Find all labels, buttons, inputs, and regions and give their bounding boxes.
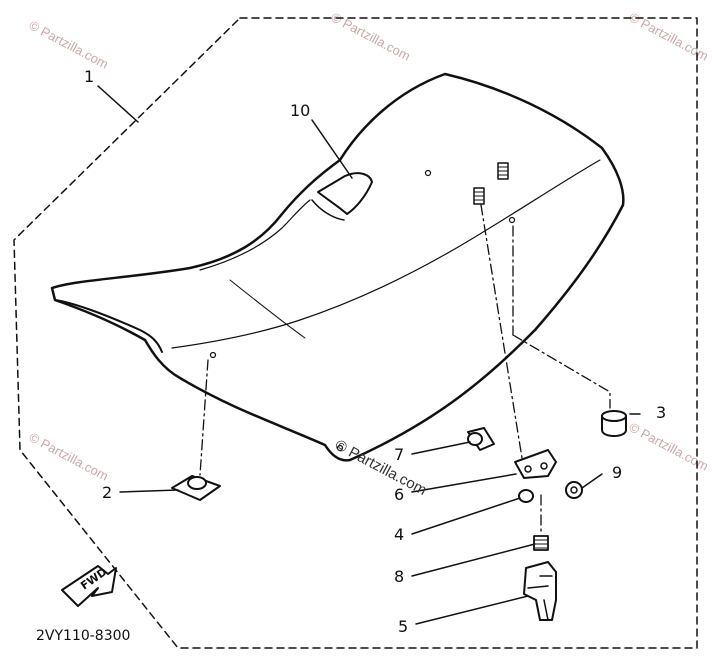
callout-6: 6	[394, 485, 404, 504]
bracket-plate	[514, 449, 557, 479]
callout-labels: 1 2 3 4 5 6 7 8 9 10	[84, 67, 666, 636]
callout-4: 4	[394, 525, 404, 544]
seat-strap-edge	[311, 199, 345, 221]
bracket-hole	[524, 465, 532, 473]
watermark-text: © Partzilla.com	[627, 419, 711, 473]
mount-hole	[336, 444, 344, 452]
seat-strap	[317, 172, 373, 215]
callout-5: 5	[398, 617, 408, 636]
part-7-bolt	[467, 427, 495, 451]
watermark-text: © Partzilla.com	[27, 17, 111, 71]
leader-lines	[97, 85, 641, 625]
leader-line	[411, 473, 517, 493]
leader-line	[97, 85, 139, 123]
callout-9: 9	[612, 463, 622, 482]
mount-hole	[424, 169, 432, 177]
leader-line	[411, 497, 521, 535]
alignment-line	[199, 359, 209, 476]
mount-hole	[209, 351, 217, 359]
leader-line	[119, 489, 179, 493]
part-8-spring	[533, 535, 549, 551]
watermark-text: © Partzilla.com	[27, 429, 111, 483]
seat-contour	[199, 199, 311, 271]
latch-body	[523, 561, 557, 621]
callout-3: 3	[656, 403, 666, 422]
part-5-latch	[523, 561, 557, 621]
seat-studs	[473, 162, 509, 205]
latch-detail	[527, 575, 553, 621]
nut-hole	[570, 486, 578, 494]
part-6-bracket	[514, 449, 557, 479]
seat-assembly	[50, 72, 625, 462]
callout-2: 2	[102, 483, 112, 502]
alignment-lines	[199, 204, 611, 536]
callout-7: 7	[394, 445, 404, 464]
leader-line	[581, 473, 603, 489]
bracket-hole	[540, 462, 548, 470]
clip-dome	[187, 476, 207, 490]
seat-contour	[229, 279, 306, 339]
seat-outline	[50, 72, 625, 462]
seat-nose-edge	[54, 299, 163, 353]
callout-8: 8	[394, 567, 404, 586]
leader-line	[311, 119, 353, 179]
leader-line	[411, 543, 536, 577]
part-4-washer	[518, 489, 534, 503]
leader-line	[415, 595, 529, 625]
fwd-arrow-shape	[61, 565, 117, 607]
leader-line	[411, 441, 471, 455]
bolt-face	[467, 432, 483, 446]
callout-1: 1	[84, 67, 94, 86]
callout-10: 10	[290, 101, 310, 120]
damper-top	[601, 410, 627, 422]
spring-coil	[533, 539, 549, 549]
mount-hole	[508, 216, 516, 224]
part-3-damper	[601, 410, 627, 437]
alignment-line	[480, 204, 523, 459]
stud-thread	[497, 166, 509, 176]
assembly-boundary	[13, 17, 698, 649]
diagram-code: 2VY110-8300	[36, 628, 130, 644]
part-2-clip	[171, 475, 221, 501]
alignment-line	[512, 334, 611, 409]
part-9-nut	[565, 481, 583, 499]
seat-contour	[171, 159, 601, 349]
fwd-arrow: FWD	[61, 565, 117, 607]
stud-thread	[473, 191, 485, 201]
